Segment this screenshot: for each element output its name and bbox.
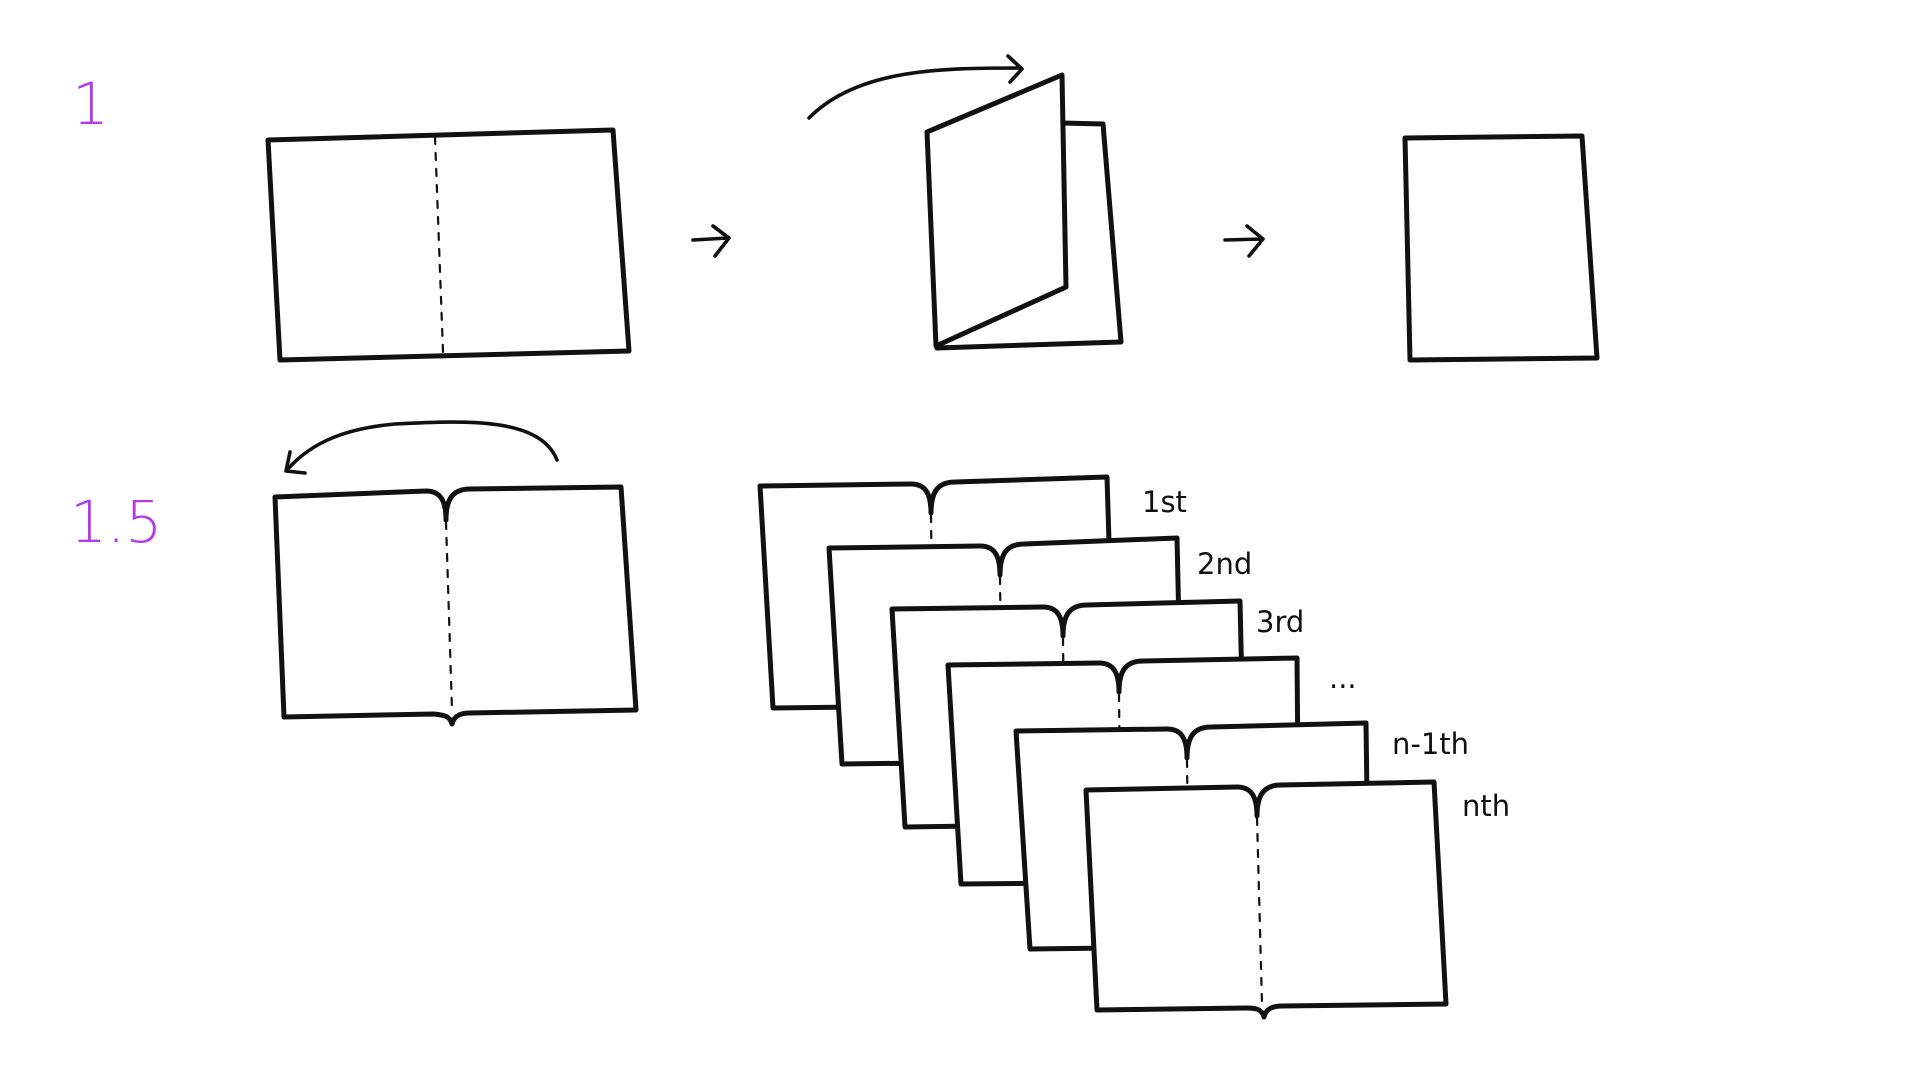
unfolded-sheet [265, 127, 632, 363]
sheet-label-n-1th: n-1th [1392, 727, 1469, 761]
sheet-label-3rd: 3rd [1256, 605, 1304, 639]
sheet-label-1st: 1st [1142, 485, 1187, 519]
step-label-1-5: 1.5 [70, 488, 162, 556]
stack-sheet-nth [1083, 779, 1449, 1020]
step-label-1: 1 [72, 70, 109, 138]
sheet-label-nth: nth [1462, 789, 1510, 823]
sheet-label-2nd: 2nd [1197, 547, 1252, 581]
curved-arrow-icon [284, 420, 559, 475]
sheet-stack: 1st 2nd 3rd ... n-1th nth [757, 474, 1510, 1020]
arrow-right-icon [691, 224, 731, 258]
sheet-label-ellipsis: ... [1329, 661, 1357, 695]
booklet-spread [272, 420, 639, 727]
arrow-right-icon [1223, 224, 1265, 258]
folding-sheet [807, 54, 1124, 351]
folded-sheet [1402, 133, 1600, 363]
curved-arrow-icon [807, 54, 1024, 120]
